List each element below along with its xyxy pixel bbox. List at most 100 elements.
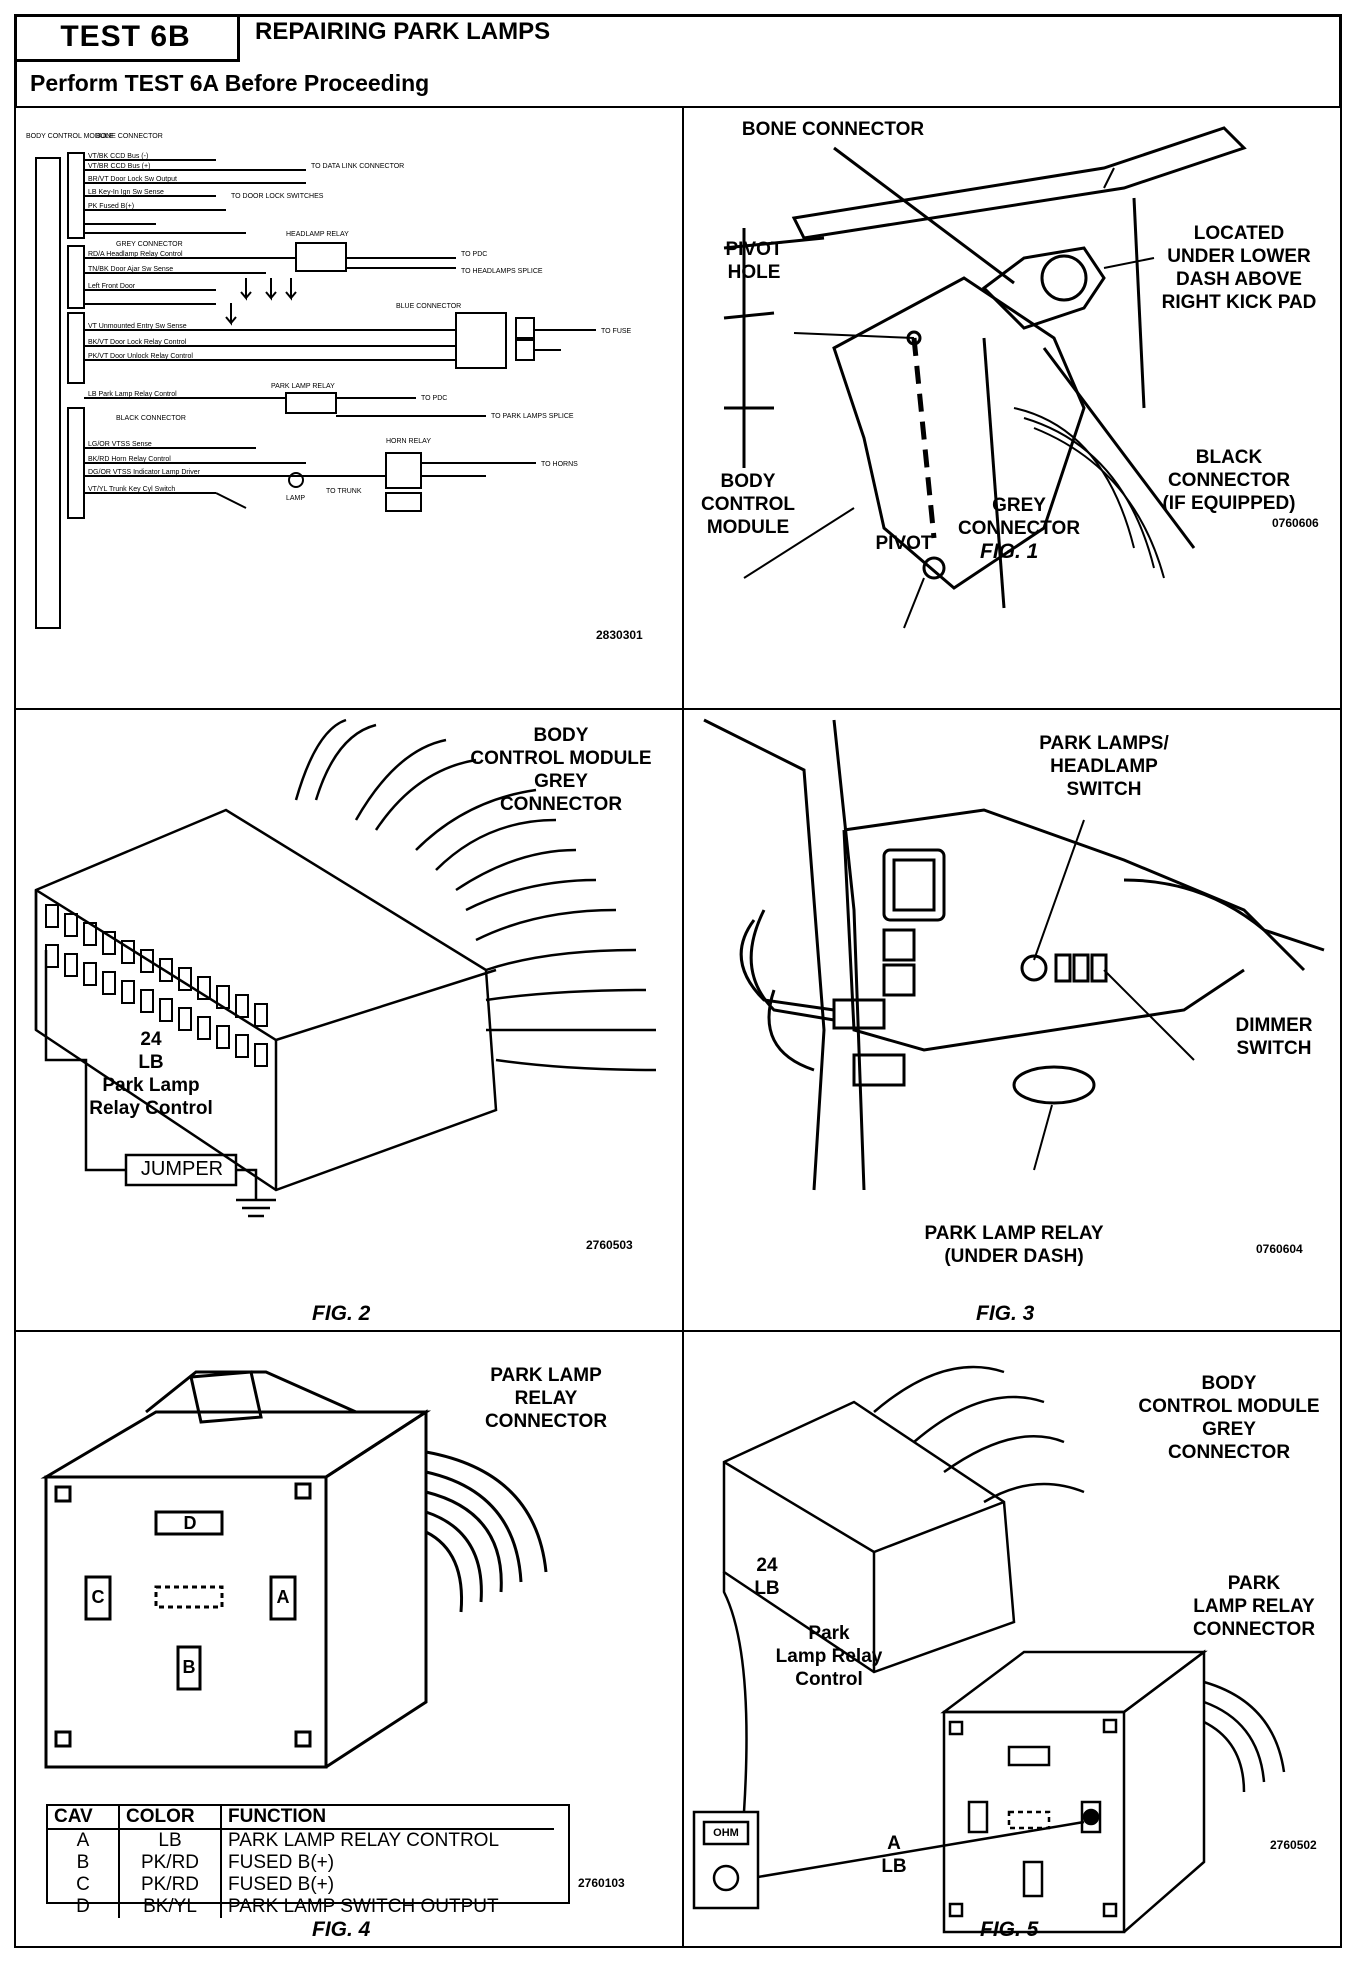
fig1-bcm-label: BODY CONTROL MODULE <box>701 471 795 538</box>
fig3-switch-label: PARK LAMPS/ HEADLAMP SWITCH <box>1039 733 1169 800</box>
svg-text:PARK LAMP RELAY: PARK LAMP RELAY <box>271 383 335 390</box>
connector-cavity <box>159 998 173 1022</box>
schematic-code: 2830301 <box>596 628 643 642</box>
svg-text:RD/A Headlamp Relay Control: RD/A Headlamp Relay Control <box>88 251 183 258</box>
svg-text:LB Park Lamp Relay Control: LB Park Lamp Relay Control <box>88 391 177 398</box>
cavity-table-box <box>46 1804 570 1904</box>
connector-cavity <box>45 904 59 928</box>
table-row: D BK/YL PARK LAMP SWITCH OUTPUT <box>48 1896 554 1918</box>
connector-cavity <box>64 913 78 937</box>
connector-cavity <box>235 994 249 1018</box>
svg-text:PK/VT Door Unlock Relay Contro: PK/VT Door Unlock Relay Control <box>88 353 193 360</box>
svg-text:BLACK CONNECTOR: BLACK CONNECTOR <box>116 415 186 422</box>
fig2-code: 2760503 <box>586 1238 633 1252</box>
svg-text:TO FUSE: TO FUSE <box>601 328 632 335</box>
connector-cavity <box>197 976 211 1000</box>
connector-cavity <box>102 971 116 995</box>
fig5-pin-a-label: A LB <box>881 1833 907 1877</box>
fig2-pin-label: 24 LB Park Lamp Relay Control <box>89 1029 213 1119</box>
table-row: A LB PARK LAMP RELAY CONTROL <box>48 1829 554 1852</box>
svg-text:TO DOOR LOCK SWITCHES: TO DOOR LOCK SWITCHES <box>231 193 324 200</box>
ohmmeter: OHM <box>713 1827 739 1839</box>
connector-cavity <box>197 1016 211 1040</box>
schematic-panel: BODY CONTROL MODULE BONE CONNECTOR VT/BK… <box>14 106 684 710</box>
svg-text:BR/VT Door Lock Sw Output: BR/VT Door Lock Sw Output <box>88 176 177 183</box>
svg-text:TO PDC: TO PDC <box>461 251 487 258</box>
fig3-dimmer-label: DIMMER SWITCH <box>1235 1015 1313 1059</box>
connector-cavity <box>216 985 230 1009</box>
connector-cavity <box>178 1007 192 1031</box>
fig1-pivot-label: PIVOT <box>875 533 933 554</box>
svg-text:GREY CONNECTOR: GREY CONNECTOR <box>116 241 183 248</box>
connector-cavity <box>140 989 154 1013</box>
fig3-relay-label: PARK LAMP RELAY (UNDER DASH) <box>924 1223 1104 1267</box>
table-row: C PK/RD FUSED B(+) <box>48 1874 554 1896</box>
svg-text:LB Key-In Ign Sw Sense: LB Key-In Ign Sw Sense <box>88 189 164 196</box>
connector-cavity <box>64 953 78 977</box>
svg-text:VT/YL Trunk Key Cyl Switch: VT/YL Trunk Key Cyl Switch <box>88 486 175 493</box>
fig1-caption: FIG. 1 <box>980 540 1039 563</box>
svg-text:Left Front Door: Left Front Door <box>88 283 136 290</box>
fig3-code: 0760604 <box>1256 1242 1303 1256</box>
fig1-illustration <box>723 126 1247 629</box>
connector-cavity <box>45 944 59 968</box>
fig4-connector-drawing <box>40 1370 548 1769</box>
connector-cavity <box>178 967 192 991</box>
fig1-panel: BONE CONNECTOR PIVOT HOLE LOCATED UNDER … <box>682 106 1342 710</box>
table-row: B PK/RD FUSED B(+) <box>48 1852 554 1874</box>
svg-text:TO TRUNK: TO TRUNK <box>326 488 362 495</box>
fig1-black-connector-label: BLACK CONNECTOR (IF EQUIPPED) <box>1162 447 1296 514</box>
page-subtitle: Perform TEST 6A Before Proceeding <box>30 70 430 96</box>
fig3-panel: PARK LAMPS/ HEADLAMP SWITCH DIMMER SWITC… <box>682 708 1342 1332</box>
svg-text:TO HEADLAMPS SPLICE: TO HEADLAMPS SPLICE <box>461 268 543 275</box>
cavity-table: CAV COLOR FUNCTION A LB PARK LAMP RELAY … <box>48 1806 554 1918</box>
svg-text:BK/VT Door Lock Relay Control: BK/VT Door Lock Relay Control <box>88 339 187 346</box>
module-label: BODY CONTROL MODULE <box>26 133 114 140</box>
svg-text:LAMP: LAMP <box>286 495 305 502</box>
cavity-a: A <box>276 1587 290 1607</box>
connector-cavity <box>140 949 154 973</box>
fig2-panel: BODY CONTROL MODULE GREY CONNECTOR 24 LB… <box>14 708 684 1332</box>
cav-header: CAV <box>48 1806 120 1830</box>
fig3-dash-drawing <box>703 718 1325 1191</box>
svg-text:TO DATA LINK CONNECTOR: TO DATA LINK CONNECTOR <box>311 163 404 170</box>
cavity-c: C <box>91 1587 105 1607</box>
fig1-code: 0760606 <box>1272 516 1319 530</box>
fig4-panel: D C A B PARK LAMP RELAY CONNECTOR CAV CO… <box>14 1330 684 1948</box>
svg-text:VT/BR CCD Bus (+): VT/BR CCD Bus (+) <box>88 163 150 170</box>
fig5-control-label: Park Lamp Relay Control <box>775 1623 883 1690</box>
bone-connector-label: BONE CONNECTOR <box>96 133 163 140</box>
svg-text:DG/OR VTSS Indicator Lamp Driv: DG/OR VTSS Indicator Lamp Driver <box>88 469 201 476</box>
fig5-test-drawing <box>692 1365 1286 1934</box>
cavity-b: B <box>182 1657 196 1677</box>
fig2-caption: FIG. 2 <box>312 1302 371 1325</box>
fig4-code: 2760103 <box>578 1876 625 1890</box>
test-id: TEST 6B <box>14 14 240 62</box>
fig4-caption: FIG. 4 <box>312 1918 371 1941</box>
fig5-relay-title: PARK LAMP RELAY CONNECTOR <box>1192 1573 1316 1640</box>
jumper-label: JUMPER <box>140 1158 224 1180</box>
fig5-bcm-title: BODY CONTROL MODULE GREY CONNECTOR <box>1138 1373 1320 1463</box>
connector-cavity <box>235 1034 249 1058</box>
svg-text:HORN RELAY: HORN RELAY <box>386 438 431 445</box>
connector-cavity <box>121 980 135 1004</box>
svg-text:TO HORNS: TO HORNS <box>541 461 578 468</box>
connector-cavity <box>83 962 97 986</box>
svg-text:TN/BK Door Ajar Sw Sense: TN/BK Door Ajar Sw Sense <box>88 266 173 273</box>
fig1-grey-connector-label: GREY CONNECTOR <box>957 495 1081 539</box>
connector-cavity <box>159 958 173 982</box>
fig2-title: BODY CONTROL MODULE GREY CONNECTOR <box>470 725 652 815</box>
connector-cavity <box>83 922 97 946</box>
svg-text:VT/BK CCD Bus (-): VT/BK CCD Bus (-) <box>88 153 148 160</box>
fig1-bone-connector-label: BONE CONNECTOR <box>741 119 925 140</box>
connector-cavity <box>254 1003 268 1027</box>
svg-text:BLUE CONNECTOR: BLUE CONNECTOR <box>396 303 461 310</box>
fig5-panel: BODY CONTROL MODULE GREY CONNECTOR 24 LB… <box>682 1330 1342 1948</box>
connector-cavity <box>254 1043 268 1067</box>
fig4-title: PARK LAMP RELAY CONNECTOR <box>484 1365 608 1432</box>
fig5-pin24-label: 24 LB <box>754 1555 780 1599</box>
svg-text:VT Unmounted Entry Sw Sense: VT Unmounted Entry Sw Sense <box>88 323 187 330</box>
color-header: COLOR <box>119 1806 222 1830</box>
fig2-connector-drawing <box>34 718 657 1218</box>
svg-text:TO PDC: TO PDC <box>421 395 447 402</box>
